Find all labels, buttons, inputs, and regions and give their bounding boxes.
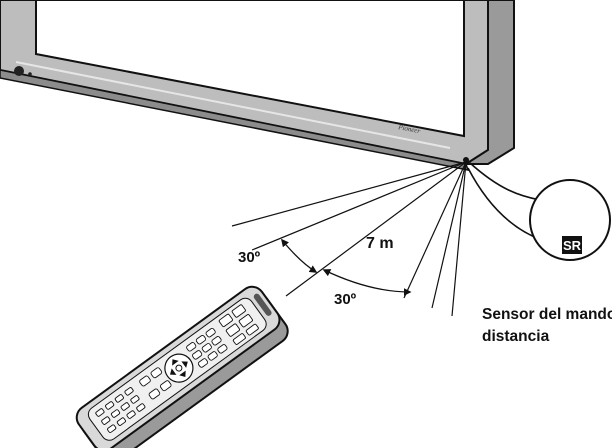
cone-ray-6 — [451, 161, 467, 317]
bezel-highlight — [15, 61, 451, 149]
display-side — [462, 0, 515, 165]
distance-label: 7 m — [366, 235, 394, 252]
angle-label-right: 30º — [334, 291, 357, 308]
remote-buttons — [95, 304, 259, 433]
cone-ray-5 — [431, 161, 467, 309]
standby-led — [28, 72, 32, 76]
sensor-caption: Sensor del mando a distancia — [482, 304, 612, 348]
cone-ray-1 — [231, 161, 467, 227]
remote-ir-emitter — [253, 293, 272, 316]
remote-control — [75, 285, 289, 448]
plasma-display: Pioneer — [0, 0, 515, 171]
angle-arc-left — [281, 238, 318, 273]
reception-cone — [231, 161, 467, 317]
callout-circle — [529, 179, 611, 261]
sensor-caption-line-2: distancia — [482, 328, 550, 345]
sensor-callout: SR — [467, 162, 611, 261]
display-screen — [35, 0, 465, 138]
cone-ray-2 — [251, 161, 467, 251]
sensor-point — [463, 157, 469, 163]
cone-ray-center — [285, 161, 467, 297]
sr-badge — [562, 236, 582, 254]
angle-label-left: 30º — [238, 249, 261, 266]
remote-dpad — [164, 353, 194, 383]
angle-arc-right — [322, 269, 412, 296]
display-bottom-edge — [0, 69, 470, 171]
power-indicator — [14, 66, 24, 76]
sr-badge-label: SR — [563, 238, 582, 253]
sensor-caption-line-1: Sensor del mando a — [482, 306, 612, 323]
cone-ray-4 — [403, 161, 467, 299]
